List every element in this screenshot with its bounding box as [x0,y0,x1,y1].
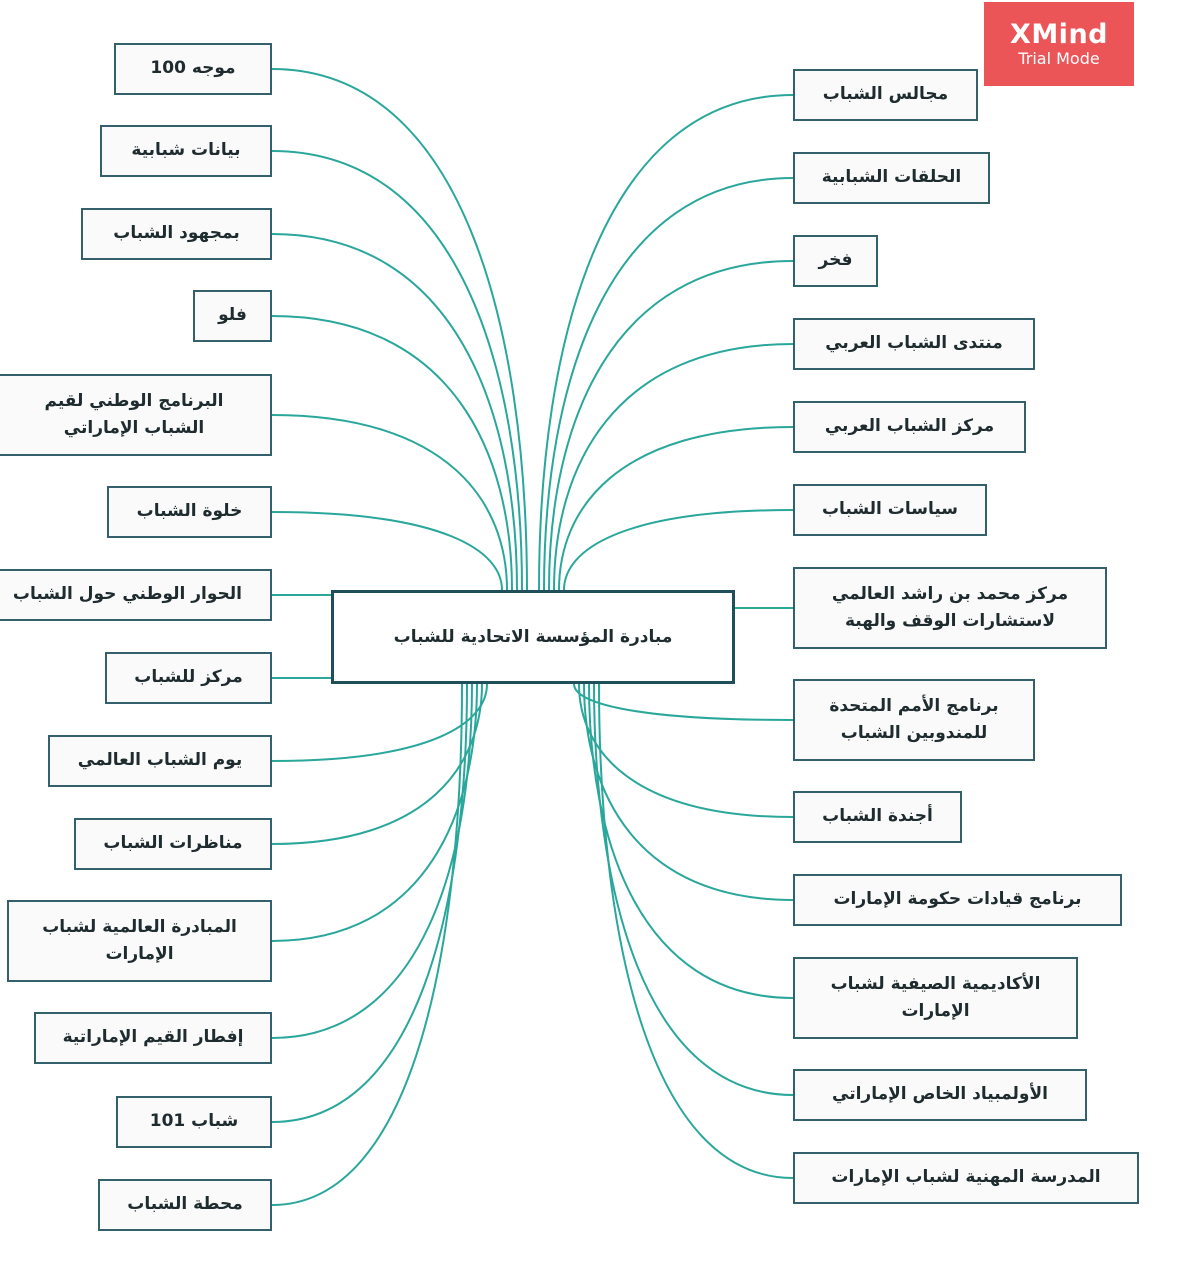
topic-label: بمجهود الشباب [113,223,240,244]
right-connector-13 [598,683,794,1179]
left-topic-13[interactable]: شباب 101 [116,1096,272,1148]
topic-label: شباب 101 [149,1111,239,1132]
right-topic-6[interactable]: سياسات الشباب [793,484,987,536]
left-topic-5[interactable]: البرنامج الوطني لقيم الشباب الإماراتي [0,374,272,456]
right-connector-11 [588,683,794,999]
right-connector-9 [578,683,794,818]
right-topic-7[interactable]: مركز محمد بن راشد العالمي لاستشارات الوق… [793,567,1107,649]
topic-label: منتدى الشباب العربي [825,333,1003,354]
left-connector-13 [271,683,468,1123]
right-topic-9[interactable]: أجندة الشباب [793,791,962,843]
topic-label: البرنامج الوطني لقيم الشباب الإماراتي [44,390,224,438]
left-connector-3 [271,233,518,591]
left-connector-14 [271,683,463,1206]
topic-label: يوم الشباب العالمي [77,750,243,771]
left-connector-2 [271,150,523,591]
left-connector-6 [271,511,503,591]
left-topic-12[interactable]: إفطار القيم الإماراتية [34,1012,272,1064]
central-topic[interactable]: مبادرة المؤسسة الاتحادية للشباب [331,590,735,684]
topic-label: الأكاديمية الصيفية لشباب الإمارات [830,973,1041,1021]
left-topic-8[interactable]: مركز للشباب [105,652,272,704]
right-topic-12[interactable]: الأولمبياد الخاص الإماراتي [793,1069,1087,1121]
left-topic-1[interactable]: موجه 100 [114,43,272,95]
topic-label: برنامج الأمم المتحدة للمندوبين الشباب [829,695,999,743]
left-connector-10 [271,683,483,845]
xmind-trial-badge: XMind Trial Mode [984,2,1134,86]
right-topic-8[interactable]: برنامج الأمم المتحدة للمندوبين الشباب [793,679,1035,761]
topic-label: خلوة الشباب [136,501,243,522]
topic-label: الحوار الوطني حول الشباب [12,584,242,605]
left-topic-2[interactable]: بيانات شبابية [100,125,272,177]
left-topic-9[interactable]: يوم الشباب العالمي [48,735,272,787]
topic-label: مجالس الشباب [822,84,949,105]
topic-label: المدرسة المهنية لشباب الإمارات [831,1167,1101,1188]
topic-label: سياسات الشباب [821,499,959,520]
topic-label: أجندة الشباب [822,806,933,827]
topic-label: الحلقات الشبابية [821,167,962,188]
left-connector-1 [271,68,528,591]
right-topic-11[interactable]: الأكاديمية الصيفية لشباب الإمارات [793,957,1078,1039]
topic-label: محطة الشباب [127,1194,243,1215]
right-connector-12 [593,683,794,1096]
left-topic-3[interactable]: بمجهود الشباب [81,208,272,260]
right-topic-2[interactable]: الحلقات الشبابية [793,152,990,204]
left-topic-4[interactable]: فلو [193,290,272,342]
topic-label: بيانات شبابية [131,140,241,161]
right-connector-3 [548,260,794,591]
topic-label: فلو [218,305,247,326]
right-topic-3[interactable]: فخر [793,235,878,287]
left-topic-6[interactable]: خلوة الشباب [107,486,272,538]
topic-label: مناظرات الشباب [103,833,243,854]
right-topic-5[interactable]: مركز الشباب العربي [793,401,1026,453]
topic-label: مركز الشباب العربي [824,416,995,437]
left-topic-14[interactable]: محطة الشباب [98,1179,272,1231]
right-topic-13[interactable]: المدرسة المهنية لشباب الإمارات [793,1152,1139,1204]
topic-label: فخر [818,250,853,271]
watermark-mode: Trial Mode [1018,49,1100,69]
right-topic-10[interactable]: برنامج قيادات حكومة الإمارات [793,874,1122,926]
right-connector-4 [553,343,794,591]
watermark-brand: XMind [1010,18,1108,50]
left-connector-9 [271,683,488,762]
left-connector-11 [271,683,478,942]
topic-label: المبادرة العالمية لشباب الإمارات [42,916,237,964]
right-connector-2 [543,177,794,591]
right-connector-10 [583,683,794,901]
left-topic-11[interactable]: المبادرة العالمية لشباب الإمارات [7,900,272,982]
right-connector-5 [558,426,794,591]
right-connector-6 [563,509,794,591]
central-topic-label: مبادرة المؤسسة الاتحادية للشباب [393,626,673,647]
right-connector-1 [538,94,794,591]
topic-label: برنامج قيادات حكومة الإمارات [833,889,1082,910]
topic-label: إفطار القيم الإماراتية [62,1027,244,1048]
topic-label: مركز للشباب [134,667,243,688]
left-connector-5 [271,414,508,591]
topic-label: الأولمبياد الخاص الإماراتي [832,1084,1048,1105]
left-topic-10[interactable]: مناظرات الشباب [74,818,272,870]
right-connector-8 [573,683,794,721]
topic-label: موجه 100 [150,58,236,79]
right-topic-1[interactable]: مجالس الشباب [793,69,978,121]
left-connector-12 [271,683,473,1039]
topic-label: مركز محمد بن راشد العالمي لاستشارات الوق… [831,583,1069,631]
right-topic-4[interactable]: منتدى الشباب العربي [793,318,1035,370]
left-connector-4 [271,315,513,591]
left-topic-7[interactable]: الحوار الوطني حول الشباب [0,569,272,621]
